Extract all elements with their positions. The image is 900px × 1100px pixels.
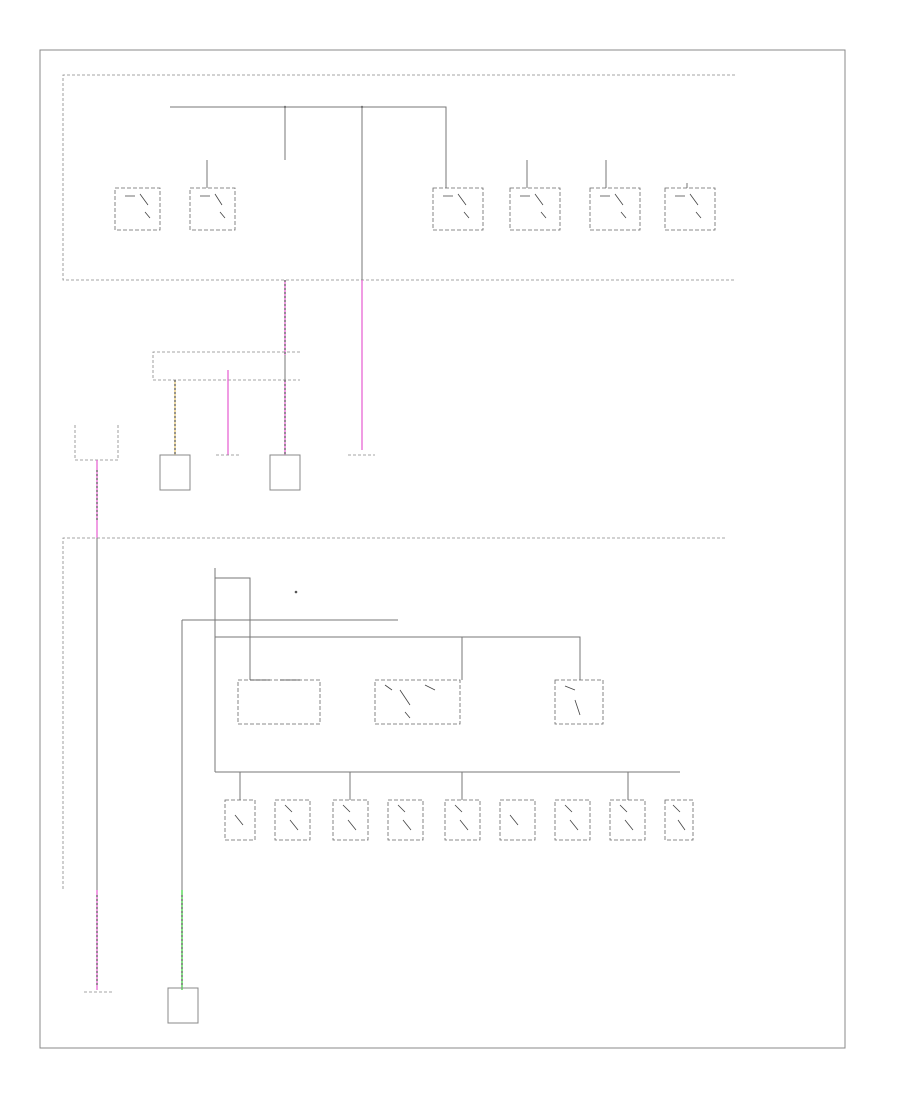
switch-s5: [444, 772, 481, 841]
mid-component-m3: [269, 454, 301, 491]
left-feed: [74, 425, 119, 538]
lower-fuse-block: [62, 537, 725, 900]
upper-block-outline: [62, 74, 735, 281]
relay-u5: [589, 160, 641, 231]
switch-s9: [664, 799, 694, 841]
switch-s2: [274, 799, 311, 841]
splice-outline: [152, 351, 300, 381]
relay-u4: [509, 160, 561, 231]
switch-s1: [224, 772, 256, 841]
switch-s3: [332, 772, 369, 841]
splice-branches: [174, 370, 286, 455]
outer-frame: [39, 49, 846, 1049]
left-feed-connector: [74, 425, 119, 461]
bottom-wires: [96, 890, 183, 990]
relay-u6: [664, 183, 716, 231]
relay-l1: [237, 679, 321, 725]
bottom-component-b2: [167, 987, 199, 1024]
splice-block: [152, 351, 300, 381]
lower-block-outline: [62, 537, 725, 890]
relay-u3: [432, 187, 484, 231]
relay-l3: [554, 679, 604, 725]
junction-dot: [283, 105, 287, 109]
switch-s8: [609, 772, 646, 841]
switch-s4: [387, 799, 424, 841]
switch-s6: [499, 799, 536, 841]
relay-u1: [114, 187, 161, 231]
upper-fuse-block: [62, 74, 735, 281]
junction-dot: [360, 105, 364, 109]
relay-u2: [189, 160, 236, 231]
upper-bus: [170, 106, 447, 188]
relay-l2: [374, 679, 461, 725]
switch-s7: [554, 799, 591, 841]
mid-component-m1: [159, 454, 191, 491]
main-feed-wires: [284, 280, 363, 450]
